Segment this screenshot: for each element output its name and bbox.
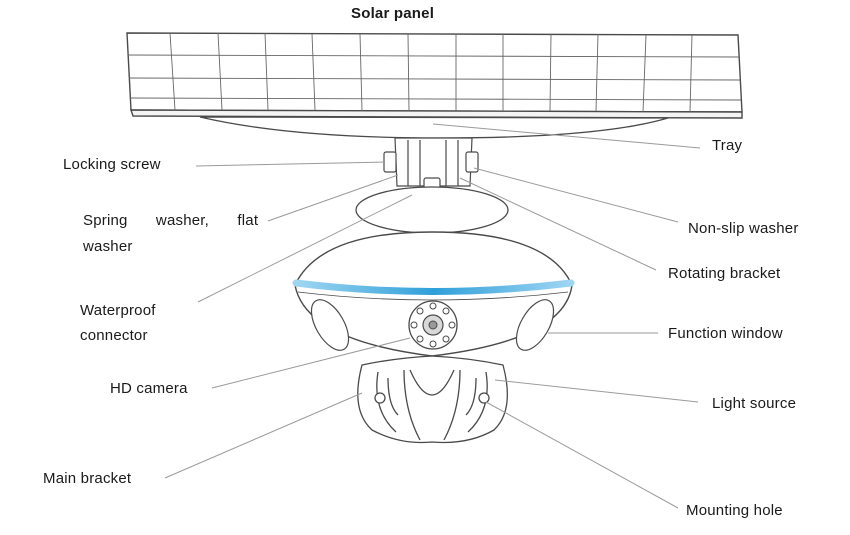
leader-locking-screw [195,161,386,167]
label-function-window: Function window [668,325,783,342]
rotating-bracket [383,137,479,189]
label-mounting-hole: Mounting hole [686,502,783,519]
leader-mounting-hole [485,401,679,509]
solar-panel [126,32,743,119]
label-locking-screw: Locking screw [63,156,161,173]
leader-hd-camera [211,337,411,389]
label-hd-camera: HD camera [110,380,188,397]
swivel-disc [355,186,509,234]
leader-tray [432,123,701,149]
label-rotating-bracket: Rotating bracket [668,265,781,282]
leader-waterproof-connector [197,194,413,303]
label-spring-washer-line2: washer [83,238,133,255]
camera-body [292,231,575,357]
leader-spring-washer [267,174,399,222]
mounting-hole-right [478,392,490,404]
title-solar-panel: Solar panel [351,5,435,22]
label-non-slip-washer: Non-slip washer [688,220,799,237]
hd-camera-lens [408,300,458,350]
mounting-hole-left [374,392,386,404]
leader-rotating-bracket [459,177,657,271]
label-light-source: Light source [712,395,797,412]
label-tray: Tray [712,137,743,154]
leader-lines [164,123,701,509]
leader-light-source [494,379,699,403]
label-main-bracket: Main bracket [43,470,132,487]
label-spring-washer-line1: Spring washer, flat [83,212,259,229]
label-waterproof-connector-line1: Waterproof [80,302,156,319]
main-bracket [357,355,508,444]
tray [199,116,669,139]
leader-non-slip-washer [473,167,679,223]
leader-main-bracket [164,392,363,479]
label-waterproof-connector-line2: connector [80,327,148,344]
